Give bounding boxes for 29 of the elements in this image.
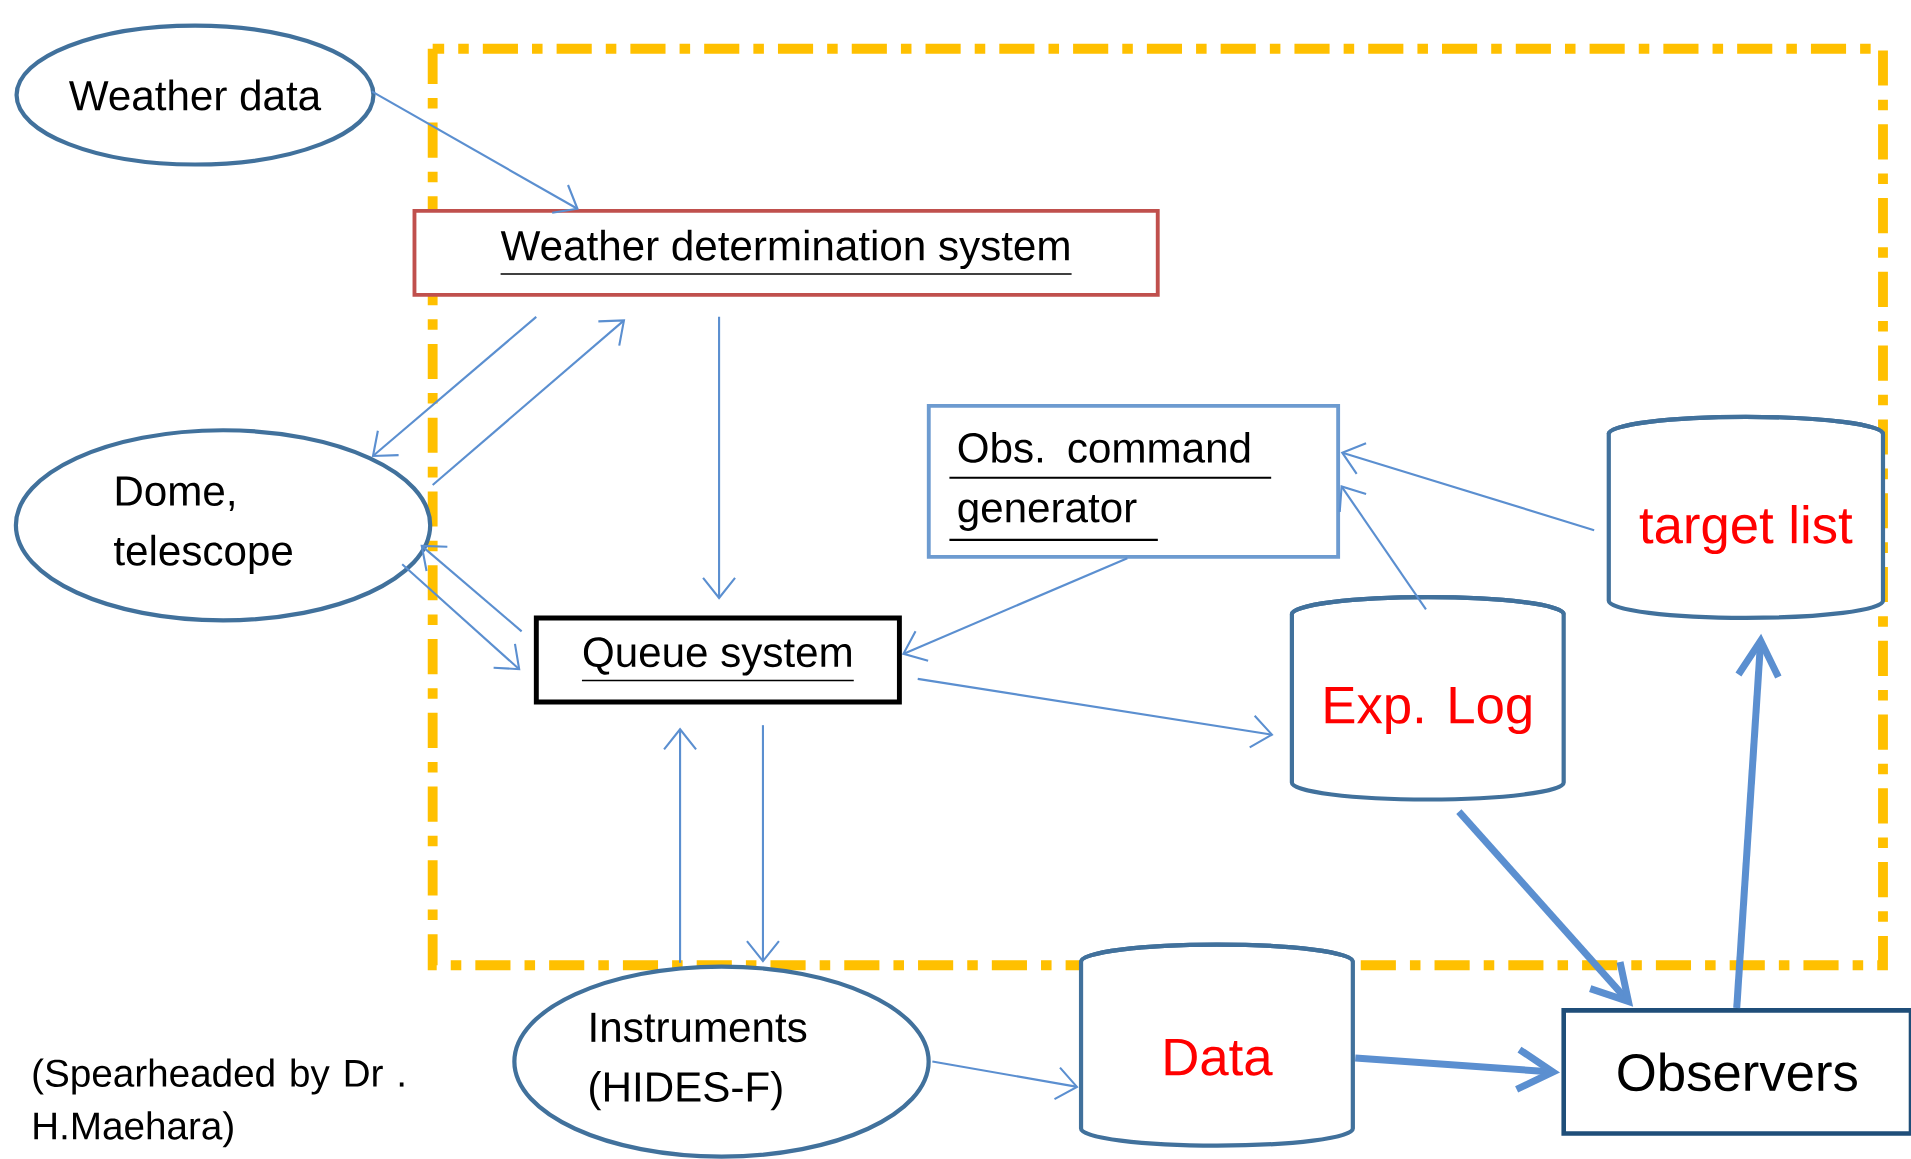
arrow — [1338, 485, 1427, 610]
node-label: target list — [1639, 504, 1853, 555]
arrow — [663, 727, 697, 963]
arrow — [432, 319, 626, 486]
process-box: Observers — [1561, 1008, 1911, 1136]
process-box: Obs. command generator — [926, 403, 1341, 559]
process-box: Weather determination system — [412, 208, 1160, 297]
node-label: Instruments (HIDES-F) — [590, 1012, 807, 1111]
arrow — [1733, 633, 1782, 1009]
arrow — [371, 316, 537, 458]
arrow — [1456, 809, 1634, 1007]
arrow — [702, 316, 736, 600]
arrow — [420, 544, 523, 633]
arrow — [401, 563, 521, 671]
process-box: Queue system — [533, 615, 902, 705]
ellipse-node: Weather data — [14, 23, 376, 167]
arrow — [371, 90, 579, 214]
database-cylinder: Exp. Log — [1289, 595, 1566, 802]
arrow — [932, 1060, 1079, 1101]
database-cylinder: Data — [1078, 942, 1355, 1148]
note-text: (Spearheaded by Dr . H.Maehara) — [33, 1058, 404, 1148]
ellipse-node: Instruments (HIDES-F) — [512, 964, 931, 1159]
arrow — [746, 725, 780, 963]
arrow — [901, 557, 1128, 662]
node-label: Data — [1165, 1038, 1273, 1076]
database-cylinder: target list — [1606, 414, 1886, 620]
arrow — [917, 677, 1274, 749]
arrow — [1340, 442, 1595, 532]
ellipse-node: Dome, telescope — [13, 428, 433, 623]
